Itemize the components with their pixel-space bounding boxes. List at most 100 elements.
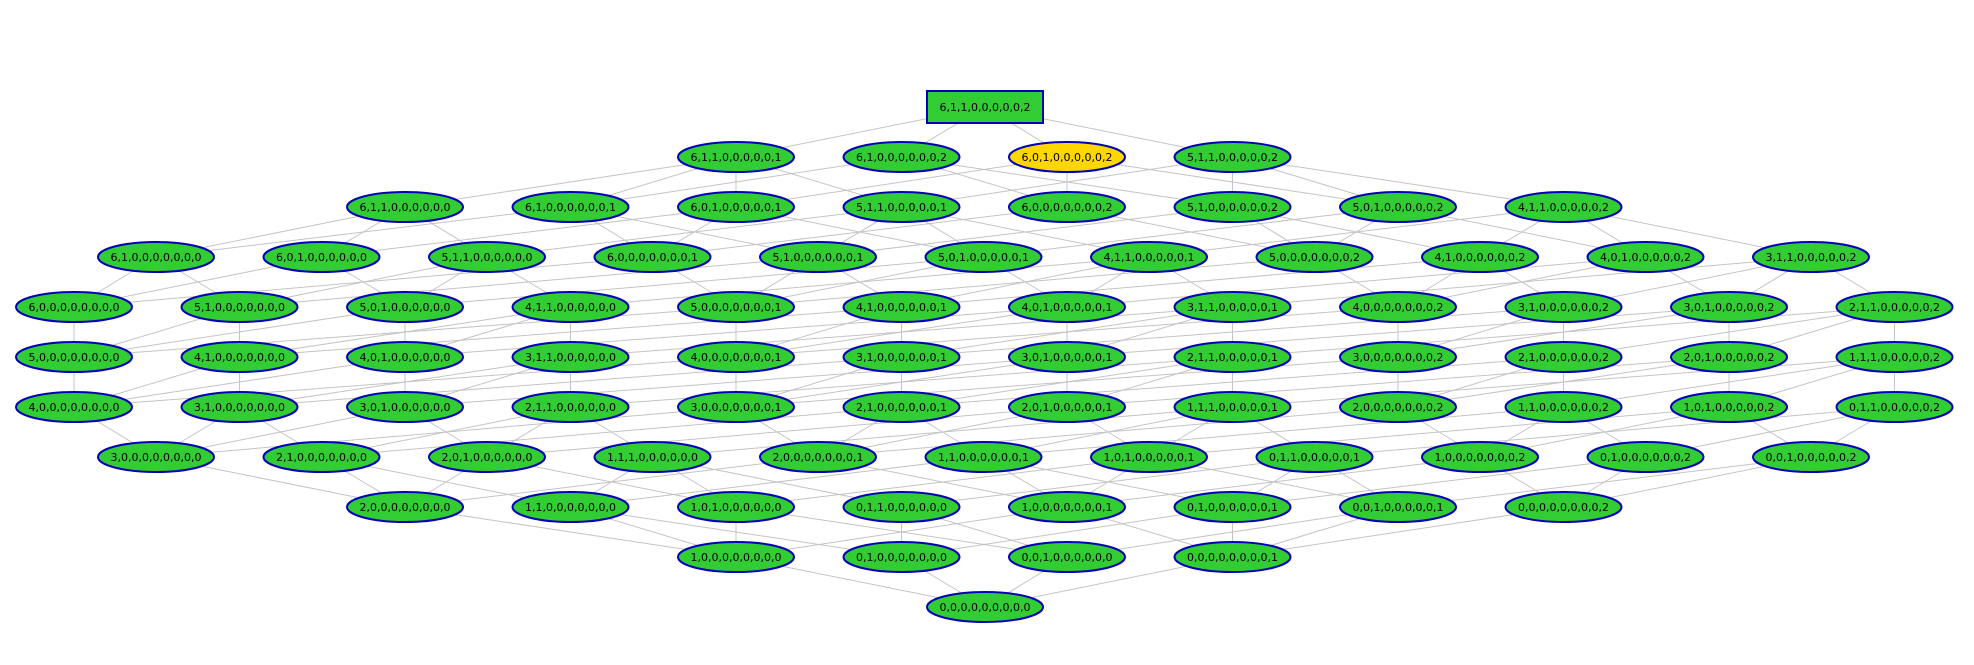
lattice-node[interactable]: 0,0,0,0,0,0,0,0,0 <box>926 591 1044 623</box>
lattice-node[interactable]: 4,0,0,0,0,0,0,0,0 <box>15 391 133 423</box>
lattice-node[interactable]: 1,0,0,0,0,0,0,0,0 <box>677 541 795 573</box>
edge-line <box>983 406 1564 458</box>
lattice-node[interactable]: 3,1,0,0,0,0,0,0,1 <box>842 341 961 373</box>
lattice-node[interactable]: 3,0,1,0,0,0,0,0,0 <box>346 391 464 423</box>
lattice-node[interactable]: 0,1,1,0,0,0,0,0,0 <box>842 491 961 523</box>
edge-line <box>321 406 902 458</box>
lattice-node[interactable]: 3,1,1,0,0,0,0,0,2 <box>1752 241 1870 273</box>
lattice-node[interactable]: 0,1,0,0,0,0,0,0,0 <box>842 541 961 573</box>
node-ellipse <box>924 241 1043 273</box>
root-node[interactable]: 6,1,1,0,0,0,0,0,2 <box>926 90 1044 124</box>
lattice-node[interactable]: 0,0,1,0,0,0,0,0,0 <box>1008 541 1126 573</box>
lattice-node[interactable]: 3,0,1,0,0,0,0,0,1 <box>1008 341 1126 373</box>
lattice-node[interactable]: 2,1,0,0,0,0,0,0,0 <box>262 441 381 473</box>
lattice-node[interactable]: 0,0,1,0,0,0,0,0,1 <box>1339 491 1457 523</box>
lattice-node[interactable]: 2,0,0,0,0,0,0,0,0 <box>346 491 464 523</box>
lattice-node[interactable]: 5,0,1,0,0,0,0,0,1 <box>924 241 1043 273</box>
lattice-node[interactable]: 6,1,1,0,0,0,0,0,0 <box>346 191 464 223</box>
edge-line <box>652 206 1068 258</box>
lattice-node[interactable]: 3,0,1,0,0,0,0,0,2 <box>1670 291 1788 323</box>
lattice-node[interactable]: 5,0,1,0,0,0,0,0,0 <box>346 291 464 323</box>
lattice-node[interactable]: 3,0,0,0,0,0,0,0,0 <box>97 441 215 473</box>
lattice-node[interactable]: 0,0,0,0,0,0,0,0,1 <box>1173 541 1292 573</box>
lattice-node[interactable]: 1,1,1,0,0,0,0,0,1 <box>1173 391 1292 423</box>
edge-line <box>1066 456 1481 508</box>
lattice-node[interactable]: 6,0,1,0,0,0,0,0,1 <box>677 191 795 223</box>
lattice-node[interactable]: 6,1,0,0,0,0,0,0,1 <box>511 191 630 223</box>
lattice-node[interactable]: 6,0,0,0,0,0,0,0,1 <box>593 241 712 273</box>
node-label: 1,1,0,0,0,0,0,0,1 <box>938 451 1029 464</box>
node-ellipse <box>1173 391 1292 423</box>
lattice-node[interactable]: 3,1,1,0,0,0,0,0,0 <box>511 341 630 373</box>
lattice-node[interactable]: 4,1,1,0,0,0,0,0,2 <box>1504 191 1623 223</box>
lattice-node[interactable]: 6,1,1,0,0,0,0,0,1 <box>677 141 795 173</box>
lattice-node[interactable]: 6,0,0,0,0,0,0,0,2 <box>1008 191 1126 223</box>
lattice-node[interactable]: 2,1,1,0,0,0,0,0,0 <box>511 391 630 423</box>
lattice-node[interactable]: 2,1,1,0,0,0,0,0,1 <box>1173 341 1292 373</box>
lattice-node[interactable]: 2,1,1,0,0,0,0,0,2 <box>1835 291 1954 323</box>
lattice-node[interactable]: 0,1,0,0,0,0,0,0,1 <box>1173 491 1292 523</box>
lattice-node[interactable]: 1,1,1,0,0,0,0,0,2 <box>1835 341 1954 373</box>
lattice-node[interactable]: 0,1,1,0,0,0,0,0,2 <box>1835 391 1954 423</box>
lattice-node[interactable]: 2,1,0,0,0,0,0,0,2 <box>1504 341 1623 373</box>
lattice-node[interactable]: 0,0,1,0,0,0,0,0,2 <box>1752 441 1870 473</box>
node-label: 0,1,0,0,0,0,0,0,2 <box>1600 451 1691 464</box>
lattice-node[interactable]: 4,0,0,0,0,0,0,0,1 <box>677 341 795 373</box>
lattice-node[interactable]: 2,0,0,0,0,0,0,0,1 <box>759 441 877 473</box>
lattice-node[interactable]: 0,1,1,0,0,0,0,0,1 <box>1255 441 1374 473</box>
lattice-node[interactable]: 6,1,0,0,0,0,0,0,2 <box>842 141 961 173</box>
lattice-node[interactable]: 3,0,0,0,0,0,0,0,1 <box>677 391 795 423</box>
lattice-node[interactable]: 4,0,1,0,0,0,0,0,0 <box>346 341 464 373</box>
edge-line <box>570 356 1233 408</box>
lattice-node[interactable]: 2,1,0,0,0,0,0,0,1 <box>842 391 961 423</box>
lattice-node[interactable]: 2,0,1,0,0,0,0,0,1 <box>1008 391 1126 423</box>
lattice-node[interactable]: 4,1,1,0,0,0,0,0,0 <box>511 291 630 323</box>
lattice-node[interactable]: 4,0,1,0,0,0,0,0,1 <box>1008 291 1126 323</box>
lattice-node[interactable]: 5,1,1,0,0,0,0,0,0 <box>428 241 546 273</box>
lattice-node[interactable]: 4,1,1,0,0,0,0,0,1 <box>1090 241 1208 273</box>
lattice-node[interactable]: 2,0,1,0,0,0,0,0,0 <box>428 441 546 473</box>
lattice-node[interactable]: 0,1,0,0,0,0,0,0,2 <box>1586 441 1705 473</box>
lattice-node[interactable]: 1,1,0,0,0,0,0,0,1 <box>924 441 1043 473</box>
lattice-node[interactable]: 4,0,0,0,0,0,0,0,2 <box>1339 291 1457 323</box>
lattice-node[interactable]: 2,0,0,0,0,0,0,0,2 <box>1339 391 1457 423</box>
node-label: 6,0,1,0,0,0,0,0,0 <box>276 251 367 264</box>
lattice-node[interactable]: 6,0,1,0,0,0,0,0,0 <box>262 241 381 273</box>
lattice-node[interactable]: 5,1,0,0,0,0,0,0,2 <box>1173 191 1292 223</box>
lattice-node[interactable]: 5,0,0,0,0,0,0,0,2 <box>1255 241 1374 273</box>
lattice-node[interactable]: 1,0,1,0,0,0,0,0,0 <box>677 491 795 523</box>
lattice-node[interactable]: 3,1,0,0,0,0,0,0,2 <box>1504 291 1623 323</box>
lattice-node[interactable]: 1,0,1,0,0,0,0,0,1 <box>1090 441 1208 473</box>
lattice-node[interactable]: 4,1,0,0,0,0,0,0,1 <box>842 291 961 323</box>
lattice-node[interactable]: 1,1,0,0,0,0,0,0,0 <box>511 491 630 523</box>
lattice-node[interactable]: 5,1,1,0,0,0,0,0,1 <box>842 191 961 223</box>
lattice-node[interactable]: 6,0,0,0,0,0,0,0,0 <box>15 291 133 323</box>
lattice-node[interactable]: 3,1,1,0,0,0,0,0,1 <box>1173 291 1292 323</box>
lattice-node[interactable]: 2,0,1,0,0,0,0,0,2 <box>1670 341 1788 373</box>
lattice-node[interactable]: 1,0,0,0,0,0,0,0,1 <box>1008 491 1126 523</box>
lattice-node[interactable]: 5,0,0,0,0,0,0,0,0 <box>15 341 133 373</box>
lattice-node[interactable]: 4,1,0,0,0,0,0,0,0 <box>180 341 299 373</box>
node-ellipse <box>1670 341 1788 373</box>
lattice-node[interactable]: 1,1,1,0,0,0,0,0,0 <box>593 441 712 473</box>
lattice-node[interactable]: 6,1,0,0,0,0,0,0,0 <box>97 241 215 273</box>
lattice-node[interactable]: 5,0,1,0,0,0,0,0,2 <box>1339 191 1457 223</box>
node-label: 6,0,0,0,0,0,0,0,2 <box>1022 201 1113 214</box>
lattice-node[interactable]: 3,0,0,0,0,0,0,0,2 <box>1339 341 1457 373</box>
lattice-node[interactable]: 4,1,0,0,0,0,0,0,2 <box>1421 241 1539 273</box>
highlighted-node[interactable]: 6,0,1,0,0,0,0,0,2 <box>1008 141 1126 173</box>
lattice-node[interactable]: 5,1,0,0,0,0,0,0,1 <box>759 241 877 273</box>
node-ellipse <box>677 391 795 423</box>
lattice-node[interactable]: 5,1,0,0,0,0,0,0,0 <box>180 291 299 323</box>
node-ellipse <box>1670 291 1788 323</box>
node-label: 5,0,0,0,0,0,0,0,2 <box>1269 251 1360 264</box>
lattice-node[interactable]: 1,0,1,0,0,0,0,0,2 <box>1670 391 1788 423</box>
node-label: 4,1,0,0,0,0,0,0,1 <box>856 301 947 314</box>
lattice-node[interactable]: 1,1,0,0,0,0,0,0,2 <box>1504 391 1623 423</box>
lattice-node[interactable]: 0,0,0,0,0,0,0,0,2 <box>1504 491 1623 523</box>
lattice-node[interactable]: 5,0,0,0,0,0,0,0,1 <box>677 291 795 323</box>
lattice-node[interactable]: 5,1,1,0,0,0,0,0,2 <box>1173 141 1292 173</box>
lattice-node[interactable]: 3,1,0,0,0,0,0,0,0 <box>180 391 299 423</box>
lattice-node[interactable]: 1,0,0,0,0,0,0,0,2 <box>1421 441 1539 473</box>
lattice-node[interactable]: 4,0,1,0,0,0,0,0,2 <box>1586 241 1705 273</box>
